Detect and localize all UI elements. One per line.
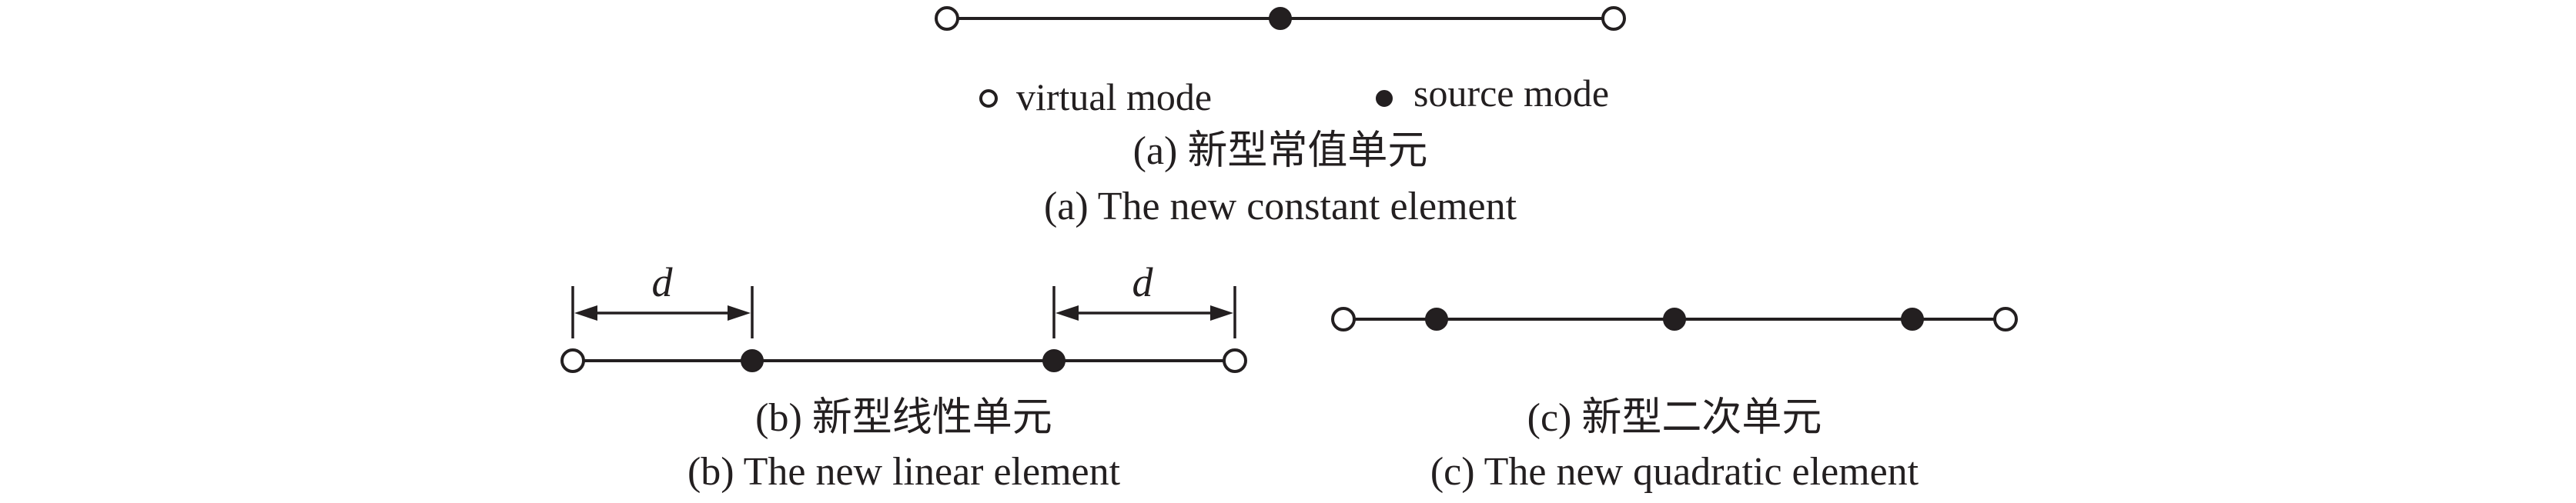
legend-virtual-node-icon: [979, 89, 998, 108]
panel-c-virtual-node-left: [1331, 307, 1356, 331]
panel-c-virtual-node-right: [1993, 307, 2018, 331]
panel-b-caption-cn: (b) 新型线性单元: [755, 396, 1052, 440]
panel-b-virtual-node-right: [1223, 348, 1247, 373]
panel-c-caption-en: (c) The new quadratic element: [1430, 450, 1919, 494]
panel-a-caption-cn: (a) 新型常值单元: [1133, 129, 1428, 173]
panel-b-source-node-right: [1042, 349, 1066, 372]
legend-virtual-label: virtual mode: [1016, 75, 1212, 118]
panel-b-dimension-left: d: [571, 259, 754, 338]
panel-c-source-node-right: [1901, 308, 1924, 331]
dimension-arrowhead: [574, 305, 597, 321]
panel-a-virtual-node-left: [935, 6, 959, 31]
panel-b-caption-en: (b) The new linear element: [687, 450, 1121, 494]
panel-b-source-node-left: [741, 349, 764, 372]
panel-a-source-node: [1269, 7, 1292, 30]
panel-c-source-node-middle: [1663, 308, 1686, 331]
panel-b-dimension-label-left: d: [652, 259, 674, 305]
legend: virtual mode source mode: [979, 72, 1609, 118]
panel-b-virtual-node-left: [560, 348, 585, 373]
panel-c-source-node-left: [1425, 308, 1448, 331]
panel-a: virtual mode source mode (a) 新型常值单元 (a) …: [935, 6, 1626, 228]
dimension-arrowhead: [1210, 305, 1233, 321]
panel-a-caption-en: (a) The new constant element: [1044, 185, 1517, 228]
panel-b-dimension-right: d: [1052, 259, 1236, 338]
panel-c-caption-cn: (c) 新型二次单元: [1527, 396, 1822, 440]
panel-c: (c) 新型二次单元 (c) The new quadratic element: [1331, 307, 2018, 494]
dimension-arrowhead: [1055, 305, 1079, 321]
panel-a-virtual-node-right: [1601, 6, 1626, 31]
legend-source-label: source mode: [1413, 72, 1609, 115]
dimension-arrowhead: [728, 305, 751, 321]
panel-b-dimension-label-right: d: [1132, 259, 1154, 305]
panel-b: d d (b) 新型线性单元 (b) The new linear elemen…: [560, 259, 1247, 494]
legend-source-node-icon: [1376, 90, 1393, 107]
